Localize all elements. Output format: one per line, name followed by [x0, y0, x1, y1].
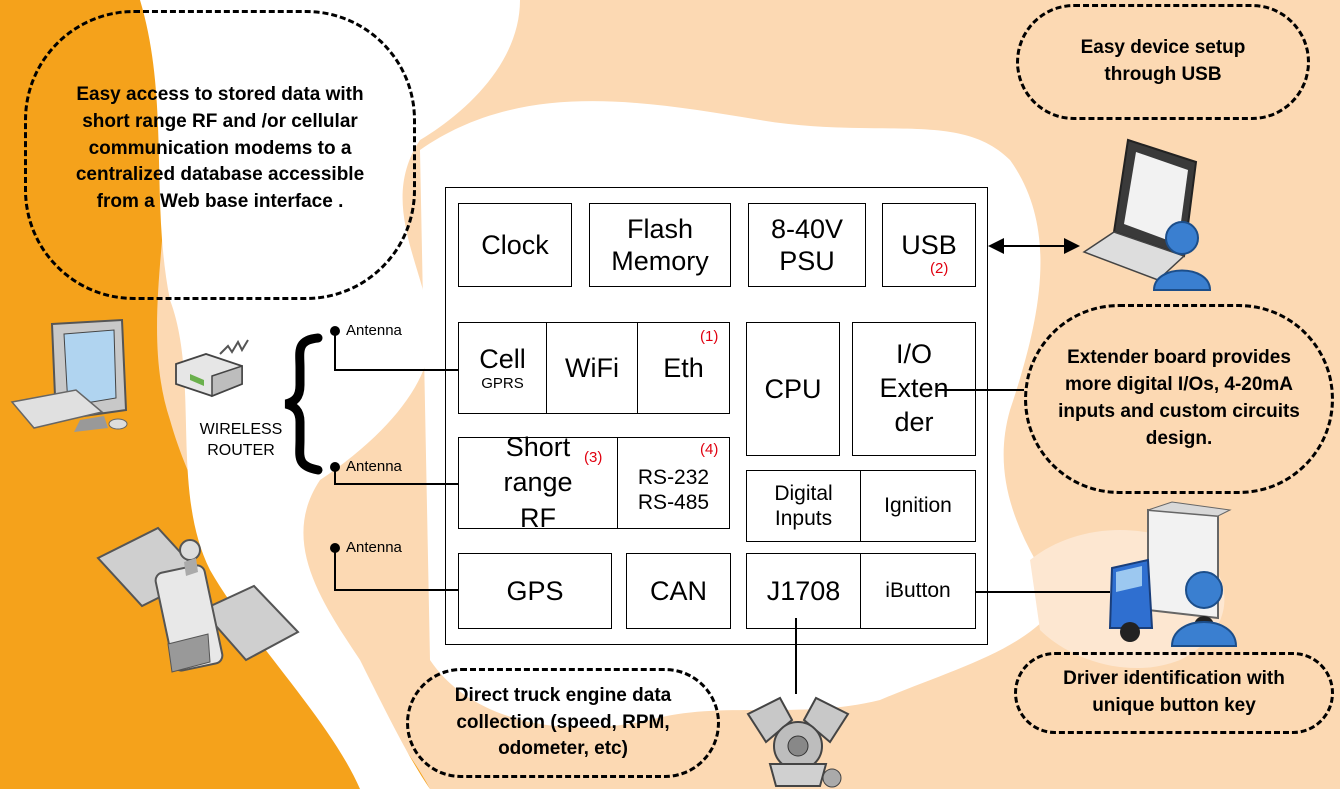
can-label: CAN: [649, 575, 707, 606]
gps-label: GPS: [506, 575, 564, 606]
eth-label: Eth: [663, 352, 704, 383]
ibutton-label: iButton: [885, 579, 951, 603]
extender-text: Extender board provides more digital I/O…: [1058, 347, 1300, 449]
rs485-label: RS-485: [637, 491, 710, 514]
j1708-module: J1708: [746, 553, 861, 629]
short-range-rf-label: Short range RF: [503, 432, 573, 533]
io-extender-label: I/O Exten der: [879, 339, 949, 437]
short-range-rf-module: Short range RF: [458, 432, 618, 533]
driver-id-text: Driver identification with unique button…: [1063, 668, 1285, 716]
wifi-label: WiFi: [565, 352, 619, 383]
router-label: WIRELESS ROUTER: [199, 421, 283, 459]
can-module: CAN: [626, 553, 731, 629]
gps-module: GPS: [458, 553, 612, 629]
ignition-module: Ignition: [860, 470, 976, 542]
psu-module: 8-40V PSU: [748, 203, 866, 287]
data-access-text: Easy access to stored data with short ra…: [75, 83, 365, 213]
rs232-label: RS-232: [637, 465, 710, 489]
cpu-label: CPU: [764, 373, 822, 404]
cpu-module: CPU: [746, 322, 840, 456]
footnote-3: (3): [584, 449, 603, 466]
engine-text: Direct truck engine data collection (spe…: [454, 684, 672, 760]
engine-bubble: Direct truck engine data collection (spe…: [406, 668, 720, 778]
antenna-label-2: Antenna: [346, 458, 402, 475]
ibutton-module: iButton: [860, 553, 976, 629]
digital-inputs-module: Digital Inputs: [746, 470, 861, 542]
clock-label: Clock: [481, 229, 549, 260]
footnote-4: (4): [700, 441, 719, 458]
data-access-bubble: Easy access to stored data with short ra…: [24, 10, 416, 300]
rs232-rs485-module: RS-232 RS-485: [617, 437, 730, 529]
extender-bubble: Extender board provides more digital I/O…: [1024, 304, 1334, 494]
clock-module: Clock: [458, 203, 572, 287]
cell-label: Cell: [479, 343, 526, 374]
footnote-1: (1): [700, 328, 719, 345]
j1708-label: J1708: [766, 575, 841, 606]
usb-setup-text: Easy device setup through USB: [1080, 37, 1246, 85]
usb-label: USB: [901, 229, 957, 260]
eth-module: Eth: [637, 322, 730, 414]
antenna-label-1: Antenna: [346, 322, 402, 339]
gprs-label: GPRS: [481, 375, 524, 393]
wifi-module: WiFi: [546, 322, 638, 414]
usb-module: USB: [882, 203, 976, 287]
usb-setup-bubble: Easy device setup through USB: [1016, 4, 1310, 120]
digital-inputs-label: Digital Inputs: [774, 481, 833, 530]
driver-id-bubble: Driver identification with unique button…: [1014, 652, 1334, 734]
flash-memory-module: Flash Memory: [589, 203, 731, 287]
flash-label: Flash Memory: [611, 213, 709, 276]
io-extender-module: I/O Exten der: [852, 322, 976, 456]
footnote-2: (2): [930, 260, 949, 277]
cell-module: Cell GPRS: [458, 322, 547, 414]
psu-label: 8-40V PSU: [770, 213, 844, 276]
ignition-label: Ignition: [884, 494, 952, 518]
antenna-label-3: Antenna: [346, 539, 402, 556]
